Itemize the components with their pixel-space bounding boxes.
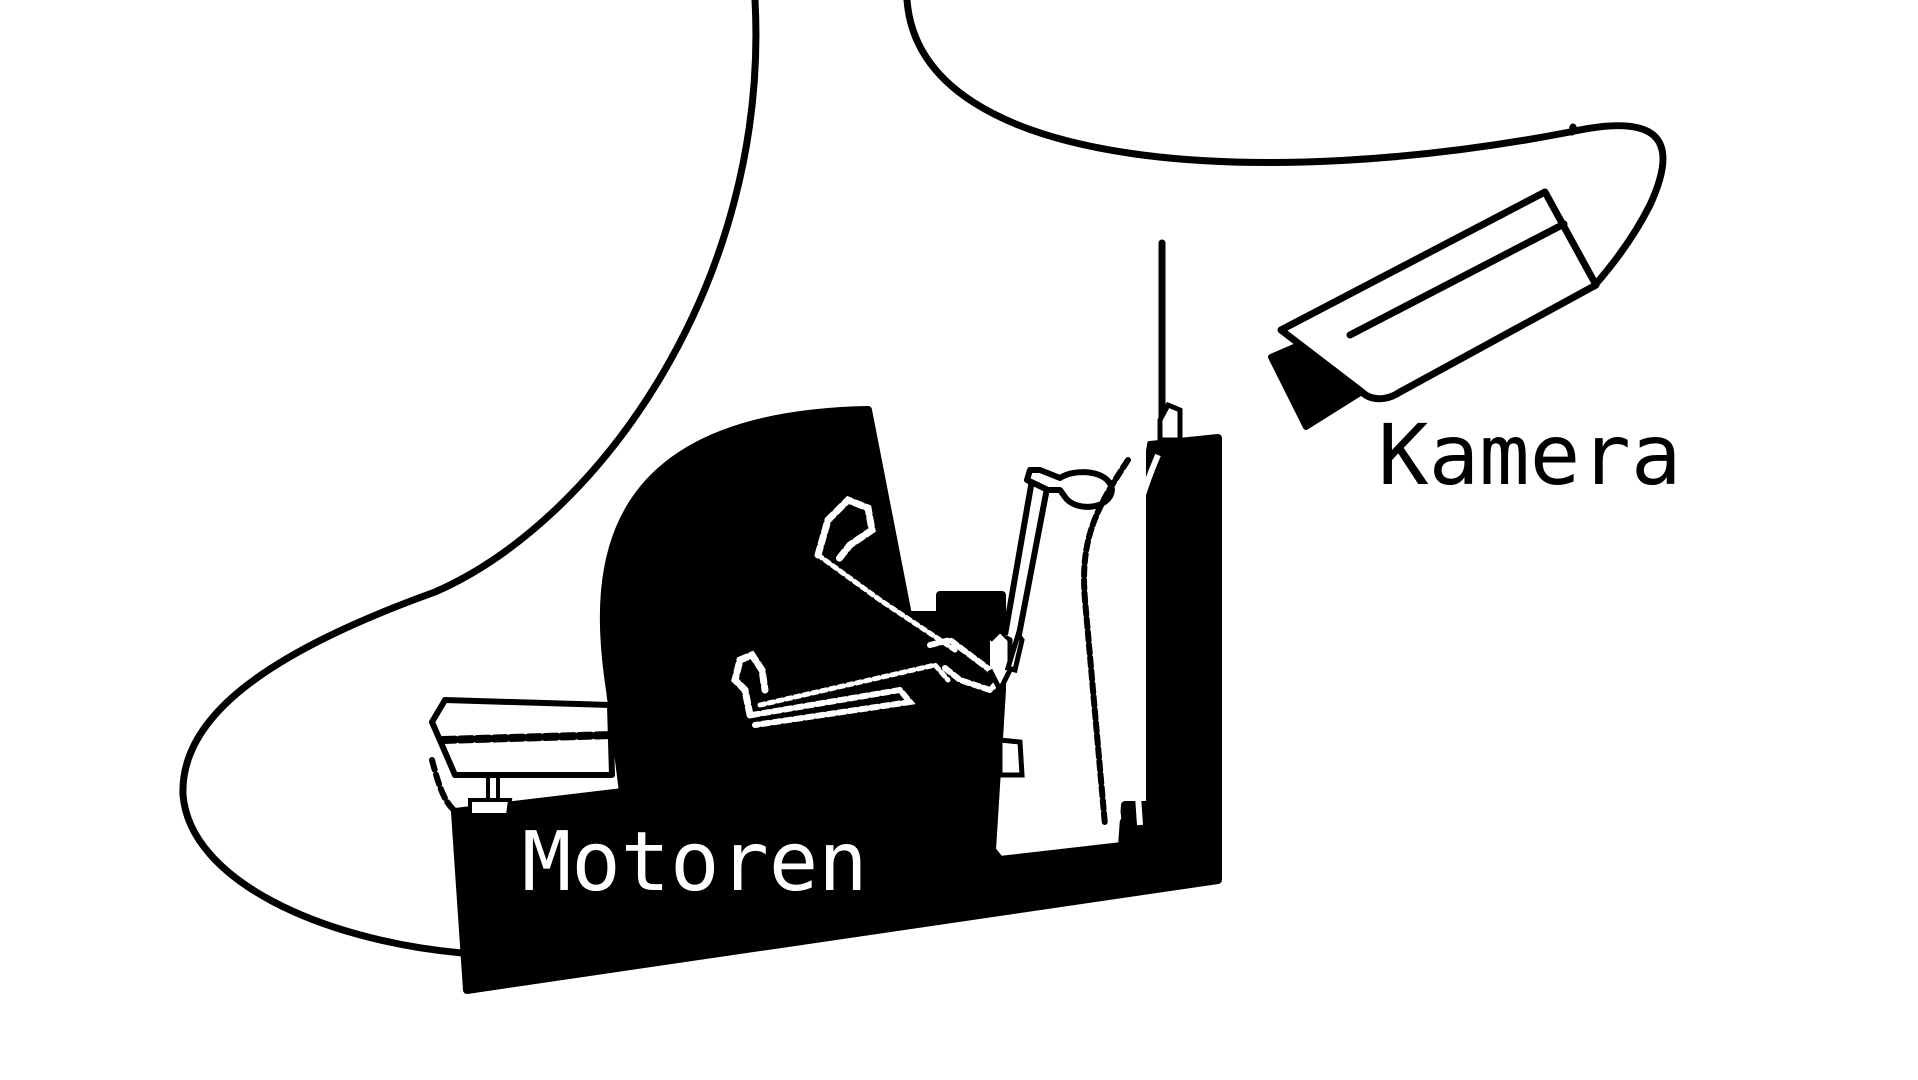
robot-column: [1081, 239, 1183, 828]
cable-hook: [1568, 123, 1577, 136]
cable-line: [179, 0, 760, 957]
camera-label: Kamera: [1378, 406, 1681, 504]
motors-label: Motoren: [522, 815, 868, 910]
camera-icon: [1268, 188, 1600, 430]
left-rail: [429, 697, 616, 818]
robot-gripper: [927, 467, 1115, 778]
